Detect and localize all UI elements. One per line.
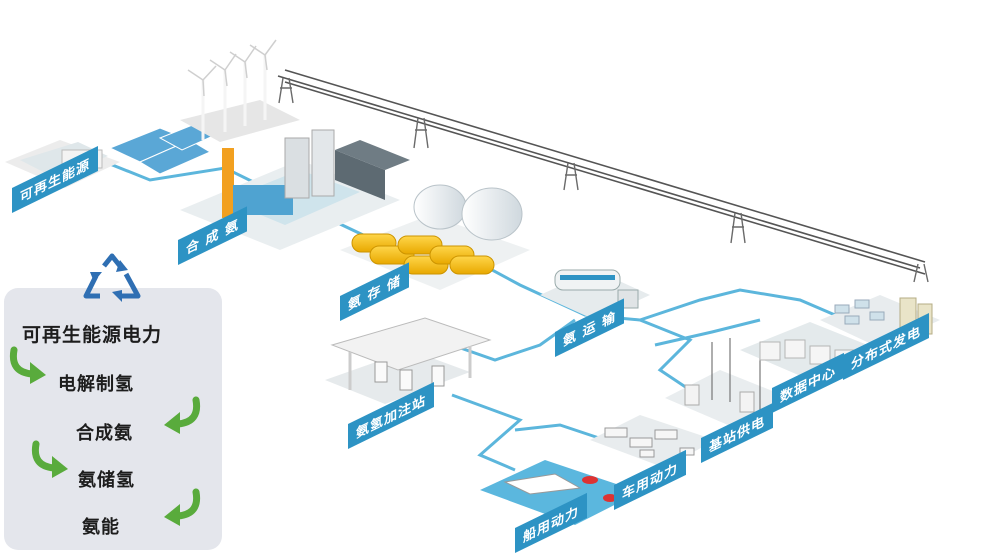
green-arrow-icon xyxy=(164,488,201,526)
cycle-step-2: 电解制氢 xyxy=(58,374,134,395)
vehicle-yard xyxy=(590,415,715,468)
ammonia-hydrogen-station xyxy=(325,317,492,404)
green-arrow-icon xyxy=(164,396,201,434)
cycle-step-5: 氨能 xyxy=(82,517,120,538)
ship-basin xyxy=(480,460,640,525)
transmission-line xyxy=(277,69,929,283)
ammonia-storage xyxy=(340,184,530,290)
renewable-plant xyxy=(5,39,300,188)
cycle-step-3: 合成氨 xyxy=(76,423,133,444)
green-arrow-icon xyxy=(31,440,68,478)
cycle-step-1: 可再生能源电力 xyxy=(22,324,163,346)
green-arrow-icon xyxy=(9,346,46,384)
recycle-icon xyxy=(83,253,141,302)
cycle-step-4: 氨储氢 xyxy=(78,470,135,491)
